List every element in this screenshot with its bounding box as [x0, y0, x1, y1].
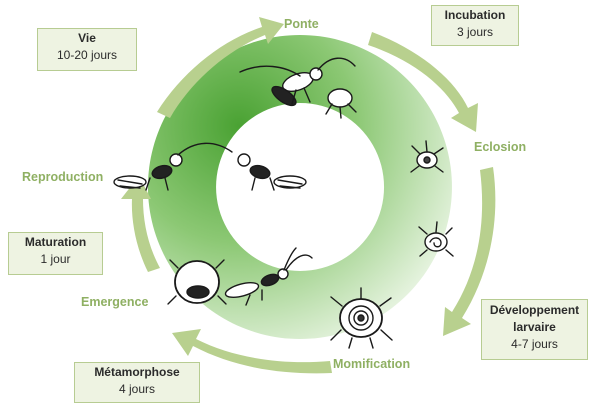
duration-box-incubation: Incubation 3 jours	[431, 5, 519, 46]
duration-box-metamorphose: Métamorphose 4 jours	[74, 362, 200, 403]
duration-title-line2: larvaire	[482, 319, 587, 336]
duration-value: 1 jour	[9, 251, 102, 268]
duration-value: 10-20 jours	[38, 47, 136, 64]
duration-title: Incubation	[432, 7, 518, 24]
stage-label-reproduction: Reproduction	[22, 170, 103, 184]
stage-label-ponte: Ponte	[284, 17, 319, 31]
duration-title: Vie	[38, 30, 136, 47]
stage-label-emergence: Emergence	[81, 295, 148, 309]
duration-box-maturation: Maturation 1 jour	[8, 232, 103, 275]
duration-box-developpement: Développement larvaire 4-7 jours	[481, 299, 588, 360]
duration-title: Métamorphose	[75, 364, 199, 381]
duration-value: 4-7 jours	[482, 336, 587, 353]
duration-value: 3 jours	[432, 24, 518, 41]
duration-title-line1: Développement	[482, 302, 587, 319]
stage-label-eclosion: Eclosion	[474, 140, 526, 154]
duration-title: Maturation	[9, 234, 102, 251]
duration-value: 4 jours	[75, 381, 199, 398]
stage-label-momification: Momification	[333, 357, 410, 371]
duration-box-vie: Vie 10-20 jours	[37, 28, 137, 71]
